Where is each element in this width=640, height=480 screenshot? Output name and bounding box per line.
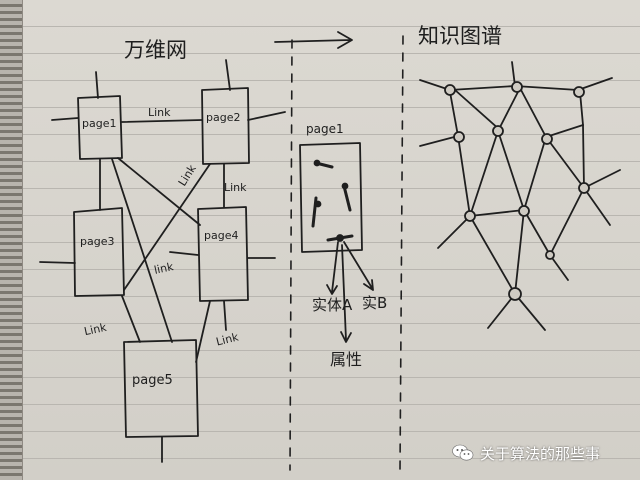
kg-node (492, 125, 504, 137)
page4-box (197, 206, 249, 302)
kg-node (464, 210, 476, 222)
attribute-label: 属性 (330, 350, 363, 369)
link-label: Link (148, 106, 171, 119)
edge-p2-p3 (123, 163, 211, 291)
kg-node (453, 131, 465, 143)
watermark: 关于算法的那些事 (452, 440, 628, 466)
edge-p1-p4 (117, 157, 201, 226)
entity-a-label: 实体A (312, 296, 353, 314)
notebook-spine (0, 0, 23, 480)
page5-label: page5 (132, 373, 173, 388)
expanded-page-box (299, 142, 363, 253)
knowledge-graph-title: 知识图谱 (418, 24, 502, 48)
edge-p4-p5 (195, 300, 211, 363)
kg-node (508, 287, 522, 301)
expanded-page-label: page1 (306, 122, 344, 136)
kg-node (573, 86, 585, 98)
transform-arrow (274, 31, 353, 49)
web-title: 万维网 (124, 38, 187, 62)
watermark-text: 关于算法的那些事 (480, 444, 601, 463)
link-label: Link (224, 181, 247, 194)
entity-b-label: 实B (362, 294, 388, 312)
separator-right (399, 35, 404, 471)
kg-node (511, 81, 523, 93)
kg-node (541, 133, 553, 145)
edge-p3-p5 (121, 295, 141, 343)
page4-label: page4 (204, 229, 239, 242)
kg-node (444, 84, 456, 96)
page3-label: page3 (80, 235, 115, 248)
kg-node (545, 250, 555, 260)
separator-left (289, 39, 293, 471)
wechat-icon (452, 444, 474, 462)
edge-p1-p5 (111, 158, 173, 343)
page2-label: page2 (206, 111, 241, 124)
page3-box (73, 207, 125, 297)
page1-label: page1 (82, 117, 117, 130)
page2-box (201, 87, 250, 165)
kg-node (578, 182, 590, 194)
kg-node (518, 205, 530, 217)
page1-box (77, 95, 123, 160)
page5-box (123, 339, 199, 438)
edge-p1-p2 (121, 119, 203, 123)
